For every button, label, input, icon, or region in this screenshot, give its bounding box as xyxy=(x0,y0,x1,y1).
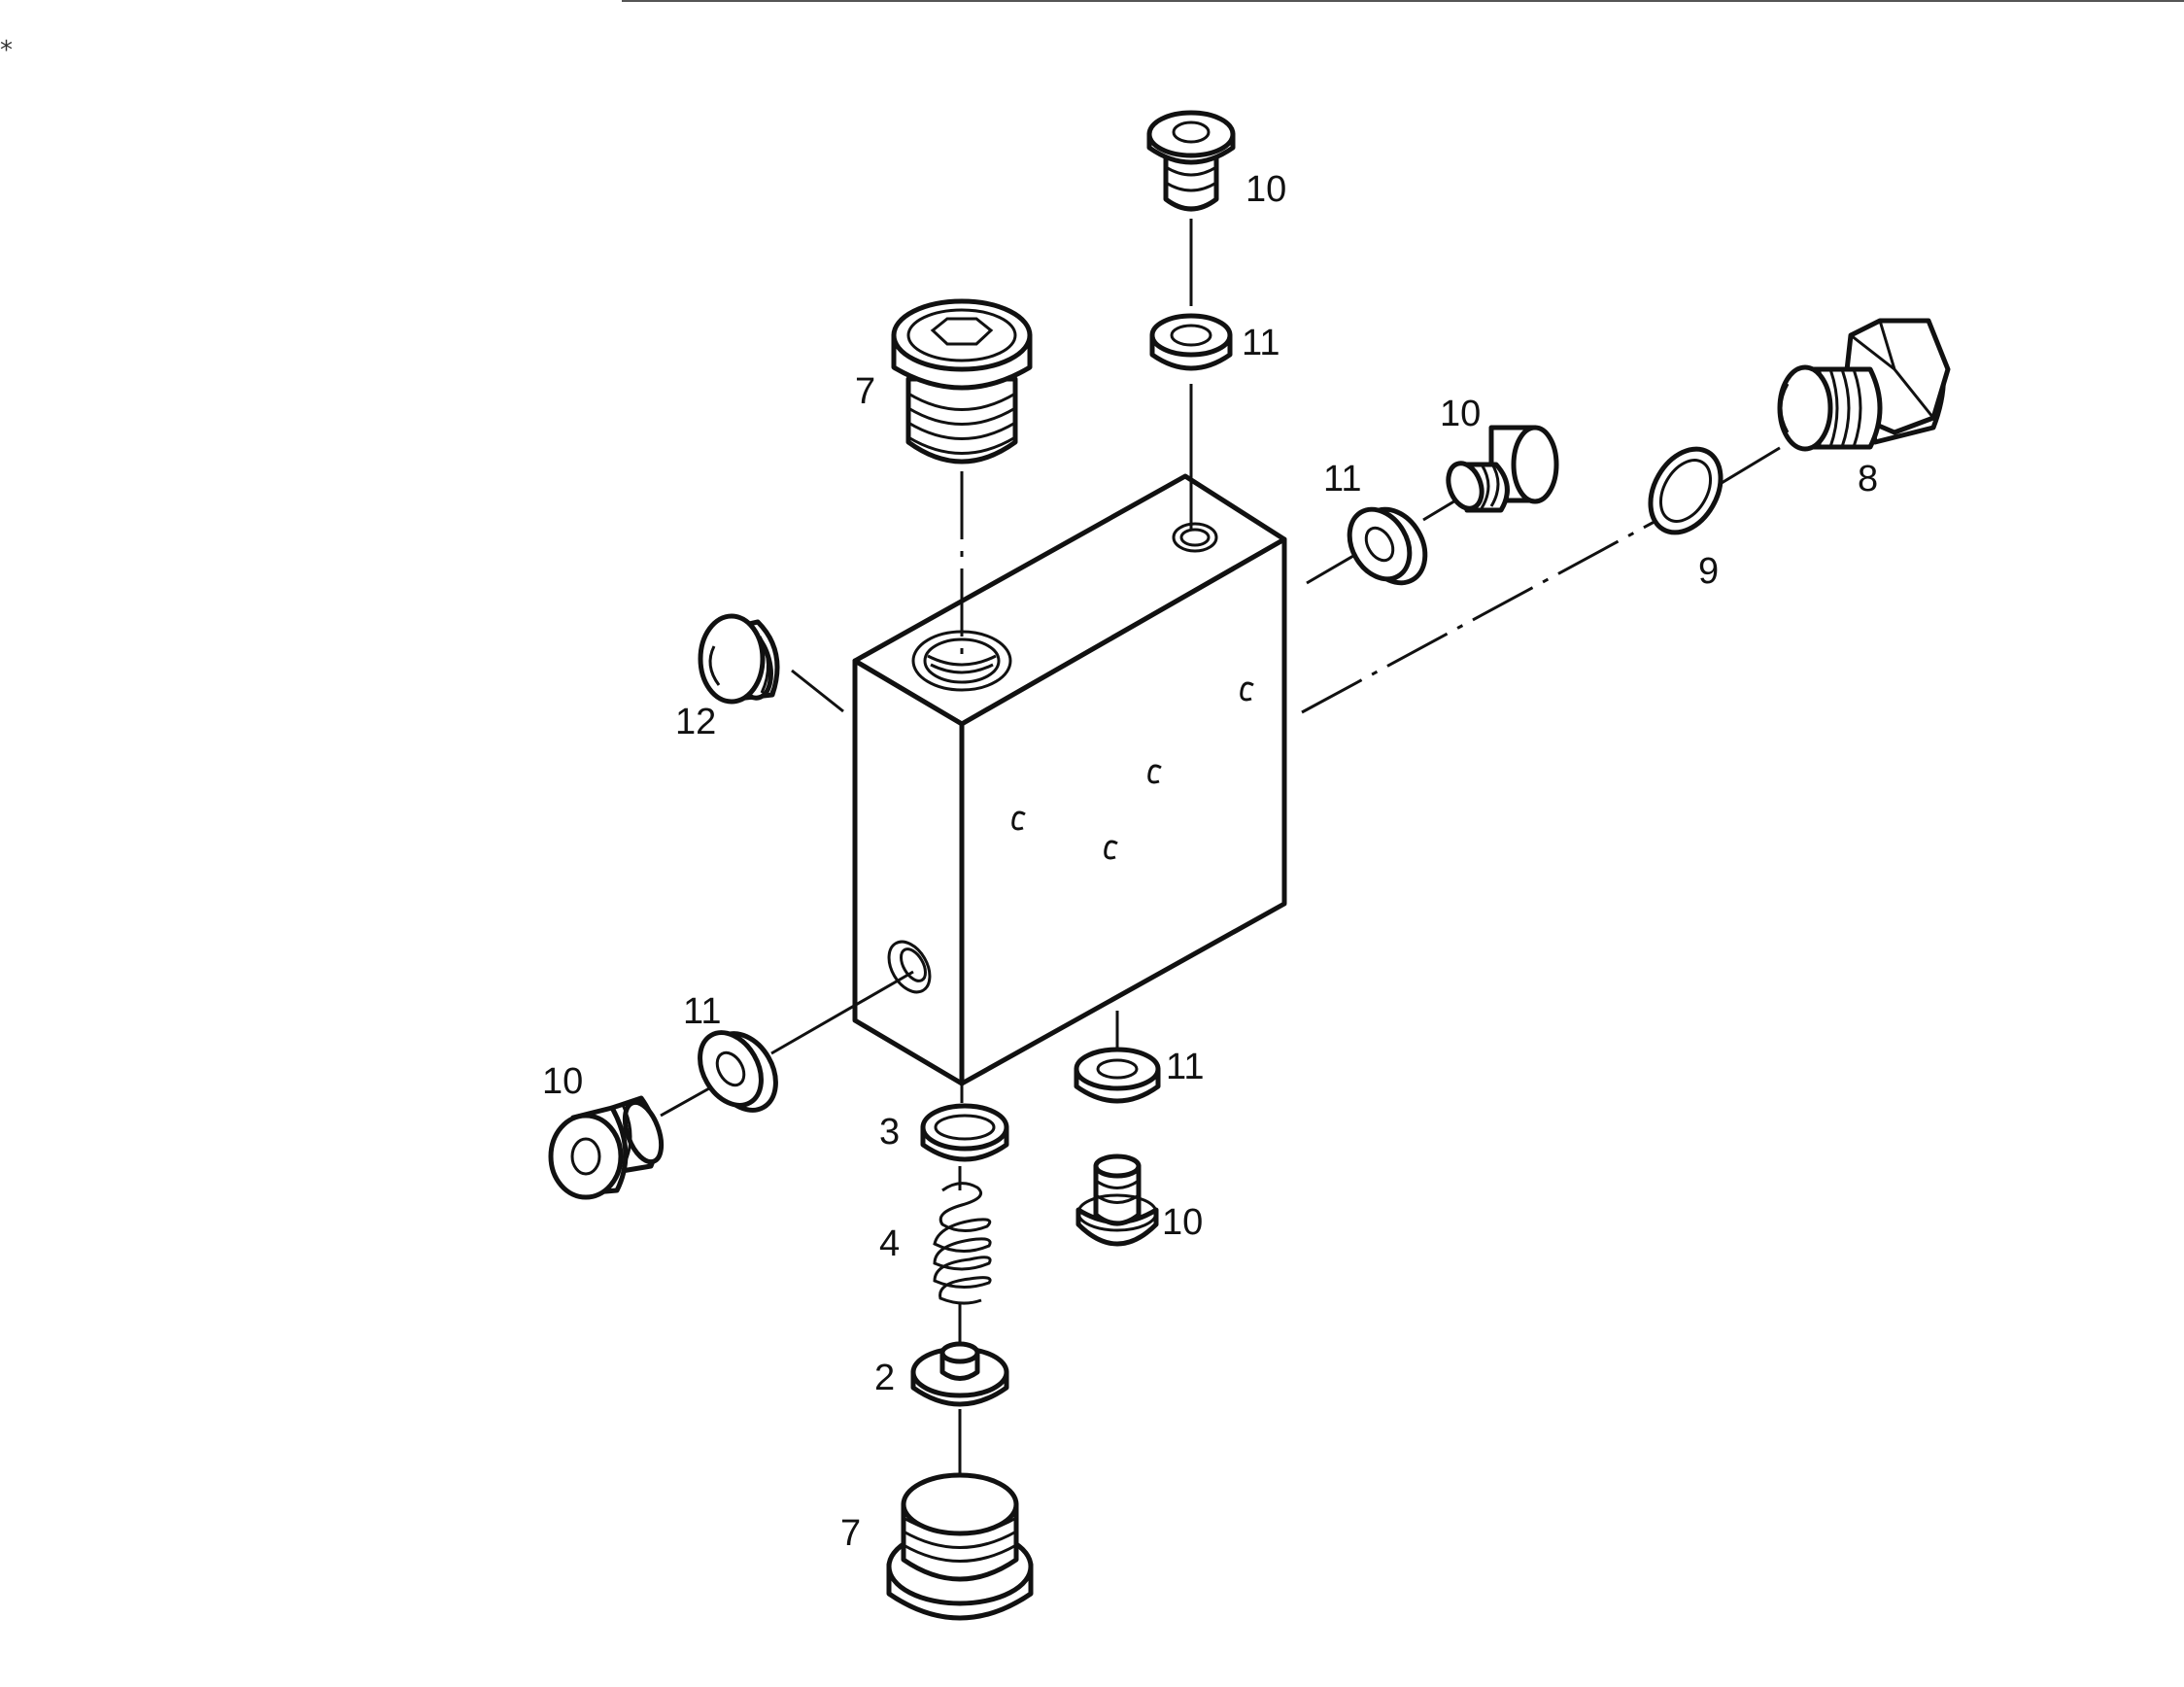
label-bolt-8: 8 xyxy=(1858,459,1878,499)
label-ring-9: 9 xyxy=(1698,551,1719,592)
plug-7-top xyxy=(891,298,1033,465)
label-plug-7-bottom: 7 xyxy=(840,1513,861,1554)
seal-11-top xyxy=(1149,313,1233,371)
label-seal-11-top: 11 xyxy=(1242,323,1280,363)
seal-11-left xyxy=(698,1030,778,1113)
seal-11-right xyxy=(1347,506,1428,586)
seal-11-bottom xyxy=(1074,1047,1161,1104)
label-seal-11-left: 11 xyxy=(683,991,721,1032)
label-cap-3: 3 xyxy=(879,1112,900,1153)
plug-12-side xyxy=(698,613,780,705)
assembly-lines xyxy=(660,219,1798,1477)
label-plug-7-top: 7 xyxy=(855,371,875,412)
callout-labels: 10 11 7 11 10 9 8 12 11 10 11 10 3 4 2 7 xyxy=(542,169,1878,1554)
spring-4 xyxy=(933,1182,992,1305)
plug-10-left xyxy=(548,1095,665,1200)
valve-body xyxy=(852,473,1287,1086)
label-plug-10-right: 10 xyxy=(1440,394,1481,434)
corner-speck: ⁎ xyxy=(0,28,13,57)
ring-9 xyxy=(1648,446,1723,535)
plug-10-bottom xyxy=(1075,1153,1159,1247)
plug-7-bottom xyxy=(886,1472,1034,1621)
bolt-8 xyxy=(1777,318,1951,452)
seat-2 xyxy=(910,1341,1009,1407)
label-seat-2: 2 xyxy=(874,1358,895,1398)
label-plug-10-top: 10 xyxy=(1246,169,1286,210)
plug-10-right xyxy=(1446,425,1559,513)
label-spring-4: 4 xyxy=(879,1223,900,1264)
plug-10-top xyxy=(1146,110,1236,212)
label-plug-10-bottom: 10 xyxy=(1162,1202,1203,1243)
label-seal-11-right: 11 xyxy=(1323,459,1361,499)
label-plug-12-side: 12 xyxy=(675,702,716,742)
cap-3 xyxy=(920,1103,1009,1162)
label-plug-10-left: 10 xyxy=(542,1061,583,1102)
label-seal-11-bottom: 11 xyxy=(1166,1047,1204,1087)
